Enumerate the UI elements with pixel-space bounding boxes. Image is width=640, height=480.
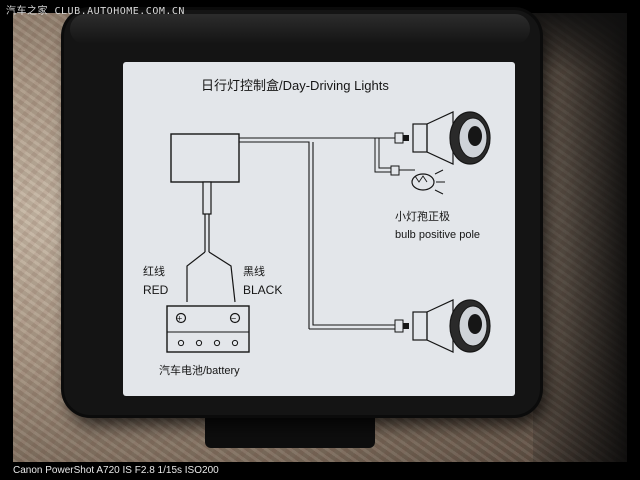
bulb-branch	[374, 138, 391, 173]
diagram-title: 日行灯控制盒/Day-Driving Lights	[201, 78, 389, 93]
harness-wires	[239, 137, 395, 330]
watermark: 汽车之家 CLUB.AUTOHOME.COM.CN	[6, 6, 185, 17]
battery-plus: +	[177, 314, 182, 324]
battery-minus: −	[231, 314, 236, 324]
bulb-label-cn: 小灯孢正极	[395, 209, 450, 223]
wire-trunk	[204, 214, 210, 252]
black-wire-cn: 黑线	[243, 264, 265, 278]
cable-plug	[205, 412, 375, 448]
wiring-label-sticker: 日行灯控制盒/Day-Driving Lights 红线 RED 黑线 BLAC…	[123, 62, 515, 396]
headlight-icon	[412, 299, 491, 353]
headlight-icon	[412, 111, 491, 165]
cable-shadow	[533, 13, 627, 462]
bulb-label-en: bulb positive pole	[395, 229, 480, 241]
small-bulb-icon	[399, 169, 445, 195]
controller-module	[170, 133, 240, 183]
camera-caption: Canon PowerShot A720 IS F2.8 1/15s ISO20…	[13, 465, 219, 476]
connector-icon	[390, 132, 409, 333]
battery-icon	[166, 305, 250, 353]
wire-split	[186, 251, 236, 303]
wire-sleeve	[202, 181, 212, 215]
housing-highlight	[70, 14, 530, 44]
battery-label: 汽车电池/battery	[159, 363, 240, 377]
black-wire-en: BLACK	[243, 283, 282, 297]
red-wire-cn: 红线	[143, 264, 165, 278]
red-wire-en: RED	[143, 283, 169, 297]
wiring-diagram: 日行灯控制盒/Day-Driving Lights 红线 RED 黑线 BLAC…	[143, 78, 491, 377]
